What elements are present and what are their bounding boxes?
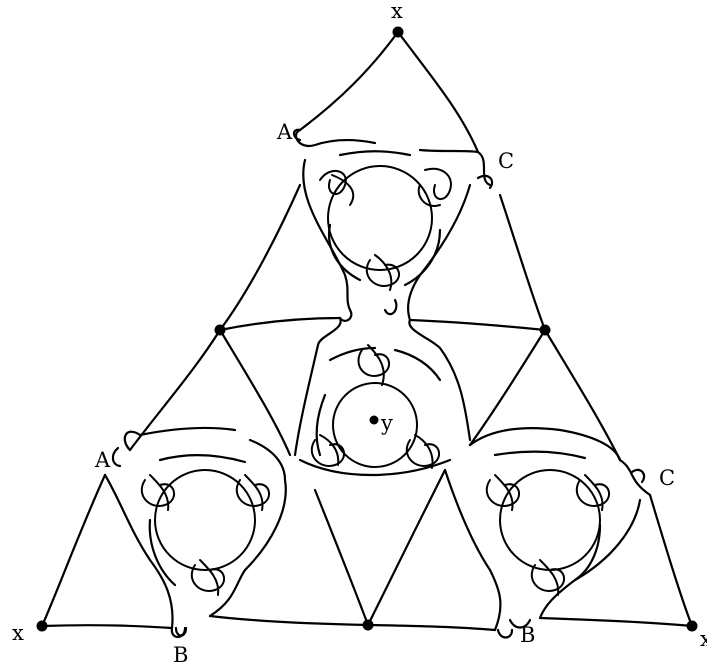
label-bottom-right-x: x: [700, 627, 707, 651]
hook-left-A: [113, 448, 120, 466]
top-tangle: [296, 130, 490, 321]
label-top-x: x: [391, 0, 403, 23]
top-tangle-neck-left: [340, 310, 351, 321]
right-tangle-inner-right: [540, 500, 640, 618]
left-tangle-top-connector: [125, 428, 235, 450]
label-right-C: C: [659, 466, 675, 490]
edge-midright-down: [500, 195, 545, 330]
top-tangle-neck-right: [385, 300, 396, 314]
right-tangle-top-connector: [470, 428, 620, 460]
label-bottom-right-B: B: [520, 623, 535, 647]
right-tangle: [445, 428, 650, 630]
edge-bottom-right: [540, 618, 692, 626]
right-tangle-left-wall: [445, 470, 500, 630]
vertex-bottom-left: [37, 621, 48, 632]
center-tangle: [295, 318, 470, 475]
edge-left-bottom: [42, 475, 105, 626]
edge-bottom-mid-right: [368, 625, 495, 630]
left-tangle: [105, 428, 286, 637]
edge-left-inner-to-bottom: [315, 490, 368, 625]
label-upper-left-A: A: [276, 120, 293, 144]
vertex-mid-right: [540, 325, 551, 336]
label-bottom-left-x: x: [12, 621, 24, 645]
edge-right-bottom: [650, 495, 692, 626]
label-upper-right-C: C: [498, 149, 514, 173]
edge-left-node-to-bottom: [220, 330, 290, 455]
edge-right-lower: [545, 330, 620, 460]
right-tangle-right-wall: [620, 460, 650, 495]
label-bottom-left-B: B: [173, 643, 188, 666]
edge-right-inner-to-bottom: [368, 470, 445, 625]
left-tangle-left-wall: [105, 475, 173, 628]
edge-left-node-to-right-node-a: [220, 318, 340, 330]
top-tangle-outer-right: [420, 150, 490, 185]
labels: x x x y A C A C B B: [12, 0, 707, 666]
edge-top-to-left-node: [300, 32, 398, 130]
top-tangle-outer-left: [296, 130, 375, 146]
vertex-center-y: [370, 416, 379, 425]
vertex-mid-left: [215, 325, 226, 336]
vertex-top: [393, 27, 404, 38]
label-center-y: y: [380, 411, 393, 435]
label-left-A: A: [94, 448, 111, 472]
vertex-bottom-right: [687, 621, 698, 632]
edge-left-node-to-right-node-b: [410, 320, 545, 330]
edge-midleft-down: [220, 185, 300, 330]
edge-left-lower: [130, 330, 220, 450]
vertex-bottom-mid: [363, 620, 374, 631]
edge-bottom-mid-left: [210, 616, 368, 625]
edge-top-to-right-node: [398, 32, 478, 152]
hook-bottom-right-B: [498, 630, 512, 638]
left-tangle-right-wall: [210, 440, 286, 616]
edge-bottom-left: [42, 625, 172, 628]
